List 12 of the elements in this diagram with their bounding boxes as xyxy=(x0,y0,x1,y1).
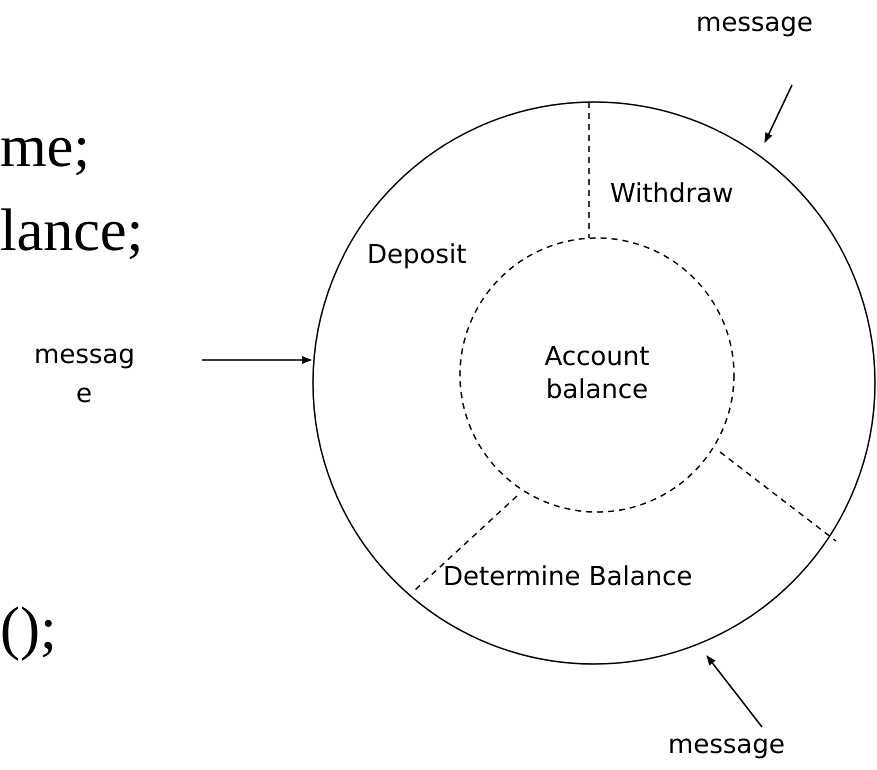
code-text: me; xyxy=(0,116,90,176)
sector-label: Withdraw xyxy=(610,179,734,210)
message-label: message xyxy=(668,730,785,762)
arrow xyxy=(764,84,793,143)
sector-label: Deposit xyxy=(367,240,466,272)
arrow xyxy=(706,655,763,728)
arrow xyxy=(202,356,312,364)
sector-label: Determine Balance xyxy=(443,562,692,594)
center-label: Account balance xyxy=(544,341,650,406)
message-label: messag e xyxy=(34,336,134,414)
message-label: message xyxy=(696,8,813,40)
code-text: lance; xyxy=(0,200,144,260)
